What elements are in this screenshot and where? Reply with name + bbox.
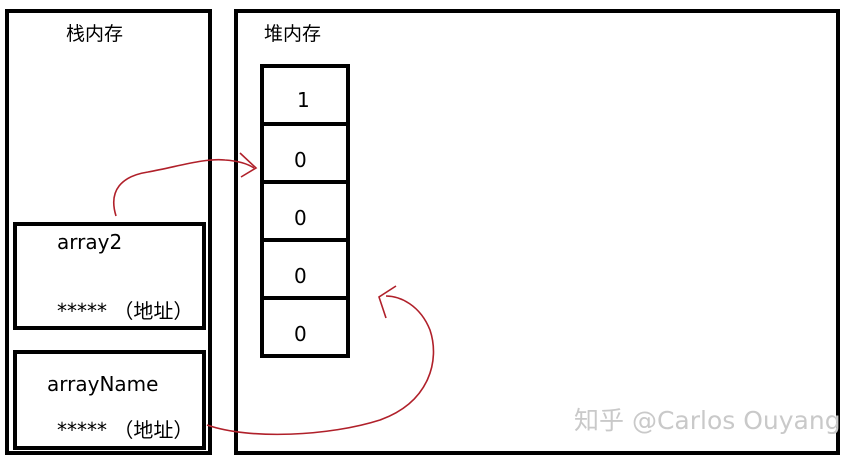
array-cell: 0 [260,296,350,358]
heap-array: 1 0 0 0 0 [260,64,350,358]
heap-memory-title: 堆内存 [264,23,322,45]
array-cell: 1 [260,64,350,126]
array-cell-value: 0 [294,206,307,230]
array-cell: 0 [260,238,350,300]
array-cell-value: 0 [294,322,307,346]
array-cell-value: 0 [294,148,307,172]
variable-name: array2 [57,230,123,254]
array-cell-value: 0 [294,264,307,288]
array-cell-value: 1 [297,88,310,112]
variable-address: ***** （地址） [57,299,194,323]
variable-address: ***** （地址） [57,418,194,442]
variable-name: arrayName [47,372,159,396]
stack-variable-arrayname: arrayName ***** （地址） [13,350,206,450]
array-cell: 0 [260,180,350,242]
stack-memory-title: 栈内存 [66,23,124,45]
watermark-text: 知乎 @Carlos Ouyang [574,406,841,435]
array-cell: 0 [260,122,350,184]
stack-variable-array2: array2 ***** （地址） [13,222,206,330]
